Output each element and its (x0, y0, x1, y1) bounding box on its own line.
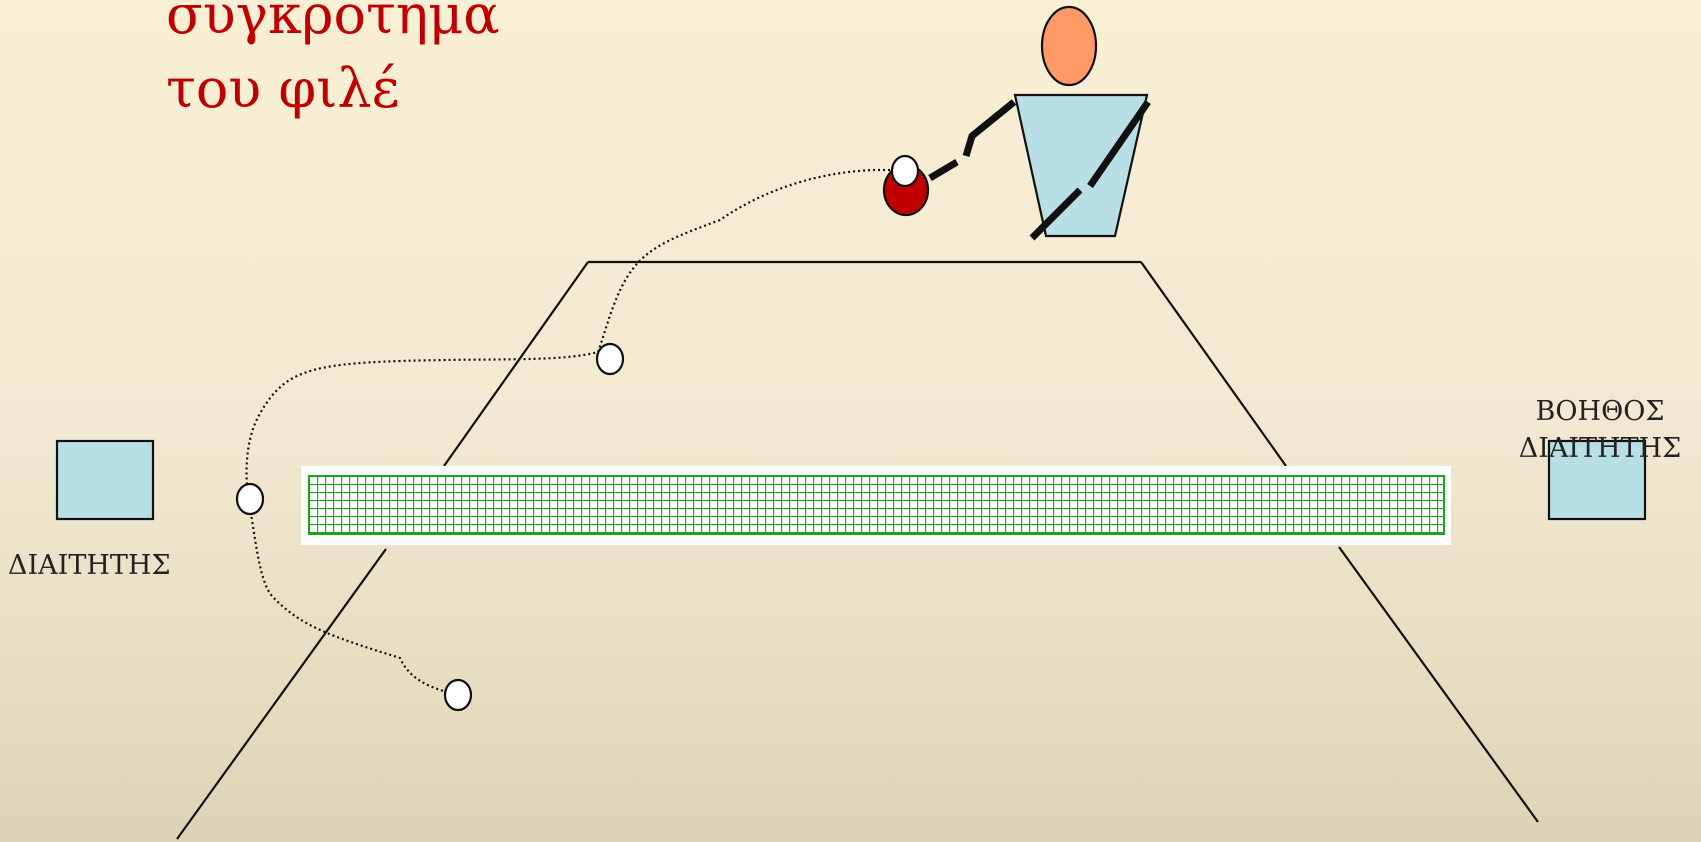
ball-3 (445, 680, 471, 710)
assistant-referee-label: ΒΟΗΘΟΣ ΔΙΑΙΤΗΤΗΣ (1500, 393, 1700, 467)
net-mesh (309, 476, 1444, 534)
ball-trajectory (247, 170, 905, 695)
ball-1 (597, 344, 623, 374)
court-lines (177, 262, 1538, 839)
player-body (1015, 95, 1147, 236)
ball-white (892, 156, 918, 186)
referee-box (57, 441, 153, 519)
player-figure (884, 7, 1148, 238)
court-left-sideline-near (177, 549, 386, 839)
ball-2 (237, 484, 263, 514)
referee-label: ΔΙΑΙΤΗΤΗΣ (8, 547, 171, 584)
court-right-sideline-near (1339, 547, 1538, 822)
assistant-label-line-2: ΔΙΑΙΤΗΤΗΣ (1500, 430, 1700, 467)
player-head (1042, 7, 1096, 85)
player-arm-left (930, 102, 1014, 178)
court-right-sideline-far (1141, 262, 1286, 466)
assistant-label-line-1: ΒΟΗΘΟΣ (1500, 393, 1700, 430)
court-left-sideline-far (444, 262, 588, 466)
net (301, 466, 1451, 545)
